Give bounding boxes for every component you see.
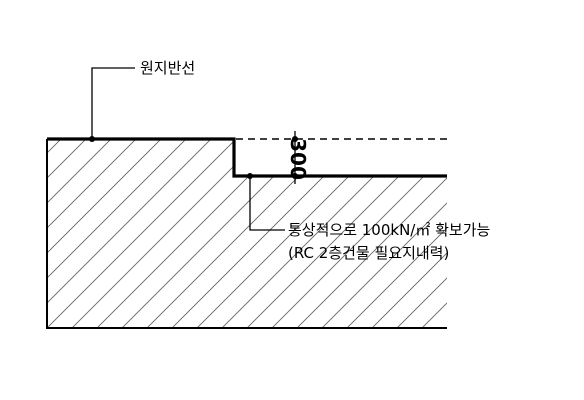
excavated-ground-line bbox=[47, 137, 447, 178]
dimension-300 bbox=[292, 131, 298, 184]
bearing-capacity-note: (RC 2층건물 필요지내력) bbox=[288, 244, 449, 262]
original-ground-leader bbox=[89, 67, 135, 142]
original-ground-label: 원지반선 bbox=[140, 59, 195, 77]
soil-boundary bbox=[46, 139, 447, 329]
dimension-label: 300 bbox=[286, 138, 310, 180]
bearing-capacity-label: 통상적으로 100kN/㎡ 확보가능 bbox=[288, 221, 491, 239]
bearing-capacity-leader bbox=[247, 173, 285, 231]
